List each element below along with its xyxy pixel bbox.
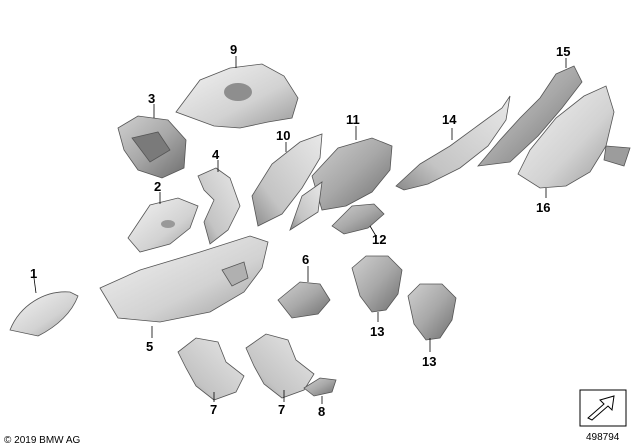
callout-1: 1 xyxy=(30,266,37,281)
callout-3: 3 xyxy=(148,91,155,106)
part-6-side-cover xyxy=(277,266,331,319)
part-15-rear-strip xyxy=(477,58,583,167)
diagram-symbol xyxy=(579,389,627,427)
part-11-tank-cover xyxy=(289,126,393,231)
diagram-number: 498794 xyxy=(586,432,620,443)
part-1-front-trim xyxy=(9,277,79,337)
part-3-cockpit-housing xyxy=(117,104,187,179)
callout-13-right: 13 xyxy=(422,354,436,369)
part-7-lower-panel-left xyxy=(177,337,245,402)
part-2-side-panel xyxy=(127,192,199,253)
callout-16: 16 xyxy=(536,200,550,215)
callout-14: 14 xyxy=(442,112,457,127)
part-5-lower-fairing xyxy=(99,235,269,338)
arrow-icon xyxy=(587,395,615,421)
callout-15: 15 xyxy=(556,44,570,59)
callout-8: 8 xyxy=(318,404,325,419)
part-7-lower-panel-right xyxy=(245,333,315,402)
callout-9: 9 xyxy=(230,42,237,57)
part-13-knee-pad-left xyxy=(351,255,403,322)
callout-10: 10 xyxy=(276,128,290,143)
copyright-text: © 2019 BMW AG xyxy=(4,435,81,446)
callout-4: 4 xyxy=(212,147,220,162)
part-4-bracket xyxy=(197,160,241,245)
callout-7-left: 7 xyxy=(210,402,217,417)
part-13-knee-pad-right xyxy=(407,283,457,352)
callout-6: 6 xyxy=(302,252,309,267)
callout-5: 5 xyxy=(146,339,153,354)
callout-13-left: 13 xyxy=(370,324,384,339)
part-12-small-panel xyxy=(331,203,385,237)
part-14-rear-trim xyxy=(395,95,511,191)
part-8-clip xyxy=(303,377,337,404)
callout-7-right: 7 xyxy=(278,402,285,417)
callout-2: 2 xyxy=(154,179,161,194)
part-10-tank-side xyxy=(251,133,323,227)
part-9-top-cover xyxy=(175,56,299,129)
callout-12: 12 xyxy=(372,232,386,247)
callout-11: 11 xyxy=(346,112,360,127)
part-16-tail-cover xyxy=(517,85,631,198)
